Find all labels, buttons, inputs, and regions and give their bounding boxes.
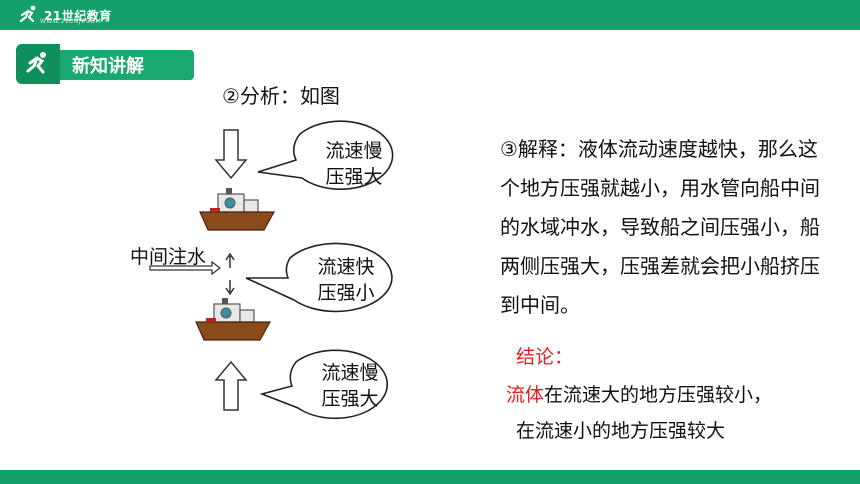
bubble-bottom [259, 349, 389, 420]
explanation-text: ③解释：液体流动速度越快，那么这个地方压强就越小，用水管向船中间的水域冲水，导致… [500, 137, 820, 317]
conclusion-line-2: 在流速小的地方压强较大 [516, 420, 726, 442]
top-bar [0, 0, 860, 30]
arrow-up-bottom [214, 360, 248, 411]
logo-text: 21世纪教育 [44, 8, 112, 23]
bubble-mid [245, 242, 393, 313]
conclusion-line-1: 流体在流速大的地方压强较小， [506, 380, 772, 407]
boat-bottom [195, 298, 272, 341]
inject-label: 中间注水 [130, 246, 207, 268]
section-title: 新知讲解 [60, 50, 194, 80]
logo-subtext: WWW.21CNJY.COM [40, 18, 102, 25]
arrow-small-up [225, 252, 235, 268]
analysis-heading: ②分析：如图 [222, 84, 340, 108]
conclusion-keyword: 流体 [506, 384, 545, 406]
runner-logo-icon [19, 5, 36, 23]
arrow-down-top [214, 129, 248, 180]
logo: 21世纪教育 [18, 4, 112, 26]
runner-icon [16, 44, 60, 84]
section-badge: 新知讲解 [16, 44, 196, 84]
boat-top [199, 188, 276, 231]
bottom-bar [0, 470, 860, 484]
bubble-bottom-text: 流速慢压强大 [321, 362, 379, 410]
bubble-top-text: 流速慢压强大 [325, 140, 383, 188]
bubble-mid-text: 流速快压强小 [317, 256, 375, 304]
conclusion-title: 结论： [516, 346, 574, 368]
arrow-small-down [225, 280, 235, 296]
arrow-right-inject [149, 260, 221, 276]
conclusion-line-1-rest: 在流速大的地方压强较小， [544, 384, 773, 406]
bubble-top [257, 120, 394, 190]
